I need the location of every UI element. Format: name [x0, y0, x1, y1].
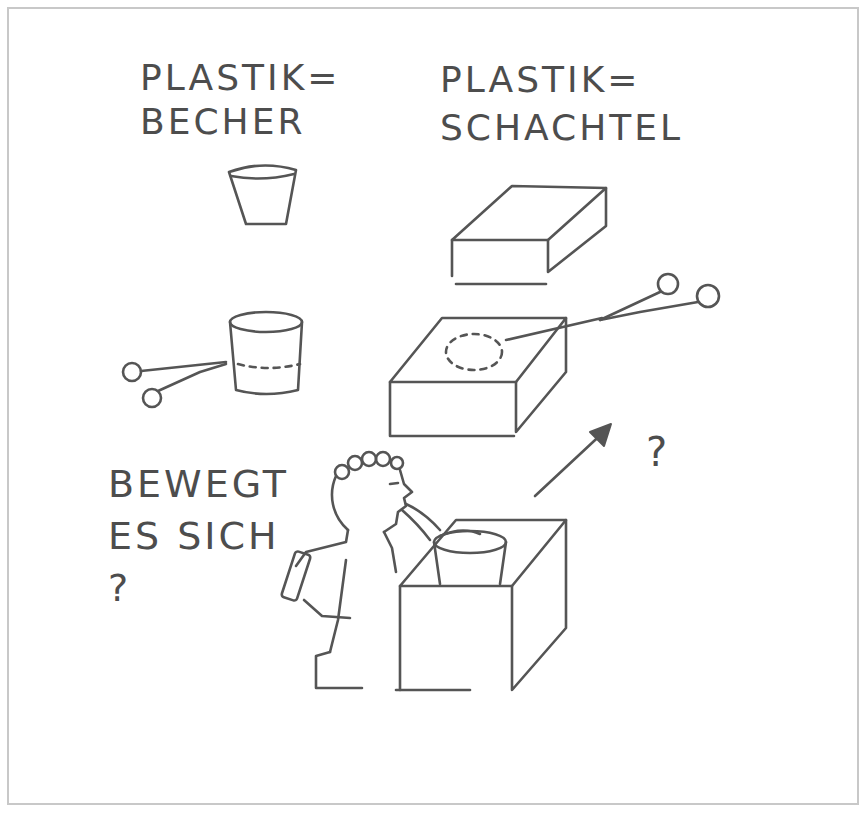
- hair-curl: [335, 465, 349, 479]
- box-bottom-edge: [396, 689, 470, 692]
- hair-curl: [348, 456, 362, 470]
- cut-line: [238, 364, 300, 368]
- plastic-box: [452, 186, 606, 284]
- held-tube: [281, 551, 311, 602]
- box-front-edge: [399, 586, 402, 690]
- membrane-line: [440, 530, 480, 536]
- scissors-blade: [600, 302, 698, 320]
- legs: [316, 652, 362, 688]
- box-side-face: [512, 520, 566, 690]
- hair-curl: [376, 452, 390, 466]
- plastic-cup-cut: [230, 312, 302, 394]
- head-back: [332, 476, 348, 530]
- scissors-blade: [141, 362, 226, 371]
- cut-circle: [446, 334, 502, 370]
- cup-rim: [230, 312, 302, 332]
- cup-body: [230, 322, 302, 394]
- neck-front: [384, 532, 396, 572]
- forearm: [304, 600, 350, 618]
- cup-body: [434, 542, 506, 584]
- cup-outline: [229, 165, 296, 224]
- leader-line: [506, 318, 602, 340]
- box-bottom-edge: [456, 283, 546, 286]
- arrow-head: [590, 424, 611, 446]
- box-top-face: [390, 318, 566, 382]
- scissors-loop: [123, 363, 141, 381]
- person-figure: [281, 452, 440, 688]
- scissors-loop: [658, 274, 678, 294]
- paper-sheet: [100, 78, 772, 758]
- torso-back: [330, 560, 346, 652]
- plastic-box-marked: [390, 318, 566, 436]
- scissors-symbol: [123, 362, 226, 407]
- cup-rim: [231, 174, 294, 179]
- handwritten-label: ?: [646, 428, 670, 476]
- box-front-face: [390, 382, 514, 436]
- shoulder-arm: [296, 530, 348, 566]
- page-frame: [8, 8, 858, 804]
- cup-rim: [434, 531, 506, 553]
- hair-curl: [362, 452, 376, 466]
- scissors-blade: [158, 364, 226, 391]
- handwritten-label: PLASTIK= SCHACHTEL: [440, 56, 683, 152]
- hair-curl: [391, 457, 403, 469]
- breath-line: [402, 510, 430, 540]
- box-top-face: [400, 520, 566, 586]
- box-side-face: [548, 188, 606, 272]
- direction-arrow: [535, 424, 611, 496]
- scissors-symbol: [506, 274, 719, 340]
- assembled-box: [396, 520, 566, 690]
- face-profile: [384, 470, 412, 532]
- box-front-edge: [451, 240, 454, 276]
- box-top-face: [452, 186, 606, 240]
- handwritten-label: PLASTIK= BECHER: [140, 56, 340, 144]
- handwritten-label: BEWEGT ES SICH ?: [108, 458, 289, 614]
- scissors-loop: [697, 285, 719, 307]
- eye: [390, 483, 398, 484]
- scissors-blade: [600, 292, 660, 320]
- plastic-cup: [229, 165, 296, 224]
